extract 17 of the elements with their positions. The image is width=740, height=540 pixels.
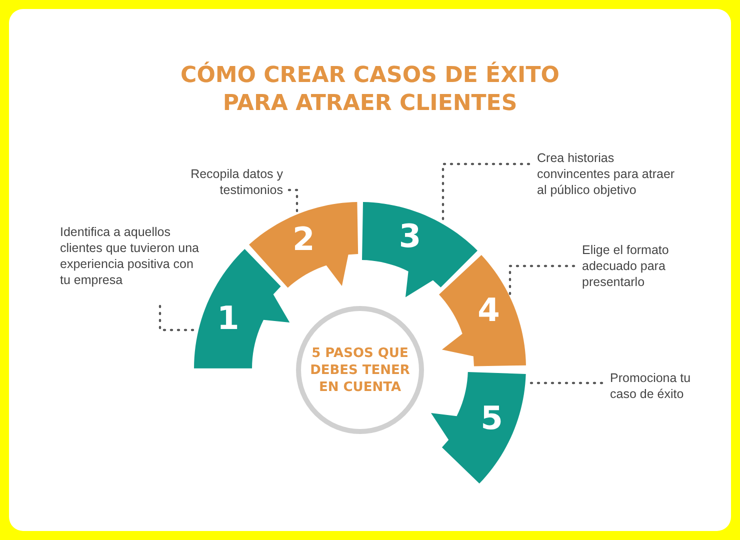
leader-line bbox=[288, 188, 298, 213]
step-description: Recopila datos y testimonios bbox=[153, 166, 283, 198]
leader-line bbox=[530, 382, 604, 384]
step-description: Elige el formato adecuado para presentarlo bbox=[582, 242, 702, 290]
step-description: Promociona tu caso de éxito bbox=[610, 370, 720, 402]
leader-line bbox=[158, 304, 196, 332]
step-number: 2 bbox=[292, 222, 315, 255]
step-description: Identifica a aquellos clientes que tuvieron una experiencia positiva con tu empresa bbox=[60, 224, 202, 288]
step-number: 5 bbox=[480, 402, 503, 434]
step-description: Crea historias convincentes para atraer al público objetivo bbox=[537, 150, 687, 198]
leader-line bbox=[442, 162, 530, 222]
step-number: 4 bbox=[478, 294, 500, 326]
step-number: 3 bbox=[398, 220, 422, 252]
title: CÓMO CREAR CASOS DE ÉXITO PARA ATRAER CLIENTES bbox=[180, 62, 560, 118]
center-label: 5 PASOS QUE DEBES TENER EN CUENTA bbox=[310, 344, 410, 396]
step-number: 1 bbox=[216, 302, 240, 334]
leader-line bbox=[508, 264, 576, 295]
